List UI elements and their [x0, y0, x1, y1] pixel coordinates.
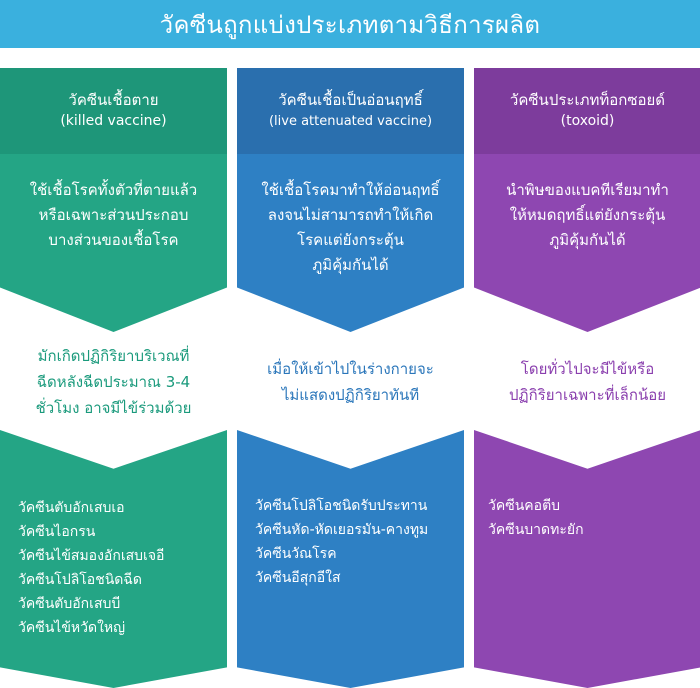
reaction-text: เมื่อให้เข้าไปในร่างกายจะ ไม่แสดงปฏิกิริ…	[237, 332, 464, 432]
list-item: วัคซีนหัด-หัดเยอรมัน-คางทูม	[255, 522, 429, 538]
page-title: วัคซีนถูกแบ่งประเภทตามวิธีการผลิต	[159, 10, 541, 39]
reaction-line: ปฏิกิริยาเฉพาะที่เล็กน้อย	[509, 386, 666, 404]
column-header: วัคซีนประเภทท็อกซอยด์ (toxoid)	[474, 68, 700, 154]
description-line: ภูมิคุ้มกันได้	[312, 256, 389, 274]
list-item: วัคซีนไข้หวัดใหญ่	[18, 620, 126, 636]
list-item: วัคซีนวัณโรค	[255, 546, 337, 562]
description-line: โรคแต่ยังกระตุ้น	[297, 231, 404, 249]
column-title: วัคซีนเชื้อเป็นอ่อนฤทธิ์	[278, 91, 423, 109]
description-line: หรือเฉพาะส่วนประกอบ	[38, 206, 189, 224]
reaction-line: ไม่แสดงปฏิกิริยาทันที	[281, 386, 420, 404]
description-arrow: นำพิษของแบคทีเรียมาทำ ให้หมดฤทธิ์แต่ยังก…	[474, 154, 700, 332]
list-item: วัคซีนโปลิโอชนิดฉีด	[18, 572, 143, 588]
list-item: วัคซีนโปลิโอชนิดรับประทาน	[255, 498, 428, 514]
reaction-line: มักเกิดปฏิกิริยาบริเวณที่	[37, 347, 190, 365]
list-item: วัคซีนคอตีบ	[488, 498, 561, 514]
reaction-text: โดยทั่วไปจะมีไข้หรือ ปฏิกิริยาเฉพาะที่เล…	[474, 332, 700, 432]
description-line: ลงจนไม่สามารถทำให้เกิด	[267, 206, 434, 224]
column-killed-vaccine: วัคซีนเชื้อตาย (killed vaccine) ใช้เชื้อ…	[0, 68, 227, 688]
list-item: วัคซีนตับอักเสบเอ	[18, 500, 125, 516]
description-line: ภูมิคุ้มกันได้	[549, 231, 626, 249]
examples-list: วัคซีนตับอักเสบเอ วัคซีนไอกรน วัคซีนไข้ส…	[18, 496, 164, 640]
column-toxoid: วัคซีนประเภทท็อกซอยด์ (toxoid) นำพิษของแ…	[474, 68, 700, 688]
column-header: วัคซีนเชื้อตาย (killed vaccine)	[0, 68, 227, 154]
description-line: บางส่วนของเชื้อโรค	[48, 231, 179, 249]
reaction-line: ชั่วโมง อาจมีไข้ร่วมด้วย	[35, 399, 192, 417]
description-line: ใช้เชื้อโรคทั้งตัวที่ตายแล้ว	[29, 181, 198, 199]
examples-arrow: วัคซีนคอตีบ วัคซีนบาดทะยัก	[474, 430, 700, 688]
column-live-attenuated-vaccine: วัคซีนเชื้อเป็นอ่อนฤทธิ์ (live attenuate…	[237, 68, 464, 688]
list-item: วัคซีนบาดทะยัก	[488, 522, 584, 538]
list-item: วัคซีนอีสุกอีใส	[255, 570, 341, 586]
description-line: นำพิษของแบคทีเรียมาทำ	[506, 181, 669, 199]
description-arrow: ใช้เชื้อโรคมาทำให้อ่อนฤทธิ์ ลงจนไม่สามาร…	[237, 154, 464, 332]
description-arrow: ใช้เชื้อโรคทั้งตัวที่ตายแล้ว หรือเฉพาะส่…	[0, 154, 227, 332]
title-banner: วัคซีนถูกแบ่งประเภทตามวิธีการผลิต	[0, 0, 700, 48]
reaction-line: เมื่อให้เข้าไปในร่างกายจะ	[267, 360, 434, 378]
list-item: วัคซีนไอกรน	[18, 524, 96, 540]
examples-arrow: วัคซีนโปลิโอชนิดรับประทาน วัคซีนหัด-หัดเ…	[237, 430, 464, 688]
examples-list: วัคซีนโปลิโอชนิดรับประทาน วัคซีนหัด-หัดเ…	[255, 494, 428, 590]
list-item: วัคซีนไข้สมองอักเสบเจอี	[18, 548, 165, 564]
reaction-text: มักเกิดปฏิกิริยาบริเวณที่ ฉีดหลังฉีดประม…	[0, 332, 227, 432]
column-title: วัคซีนประเภทท็อกซอยด์	[509, 91, 666, 109]
list-item: วัคซีนตับอักเสบบี	[18, 596, 121, 612]
column-subtitle: (live attenuated vaccine)	[268, 114, 433, 129]
column-subtitle: (killed vaccine)	[60, 113, 167, 129]
description-line: ให้หมดฤทธิ์แต่ยังกระตุ้น	[509, 206, 666, 224]
reaction-line: โดยทั่วไปจะมีไข้หรือ	[520, 360, 655, 378]
column-subtitle: (toxoid)	[560, 113, 615, 129]
column-title: วัคซีนเชื้อตาย	[68, 91, 159, 109]
column-header: วัคซีนเชื้อเป็นอ่อนฤทธิ์ (live attenuate…	[237, 68, 464, 154]
description-line: ใช้เชื้อโรคมาทำให้อ่อนฤทธิ์	[261, 181, 440, 199]
examples-arrow: วัคซีนตับอักเสบเอ วัคซีนไอกรน วัคซีนไข้ส…	[0, 430, 227, 688]
examples-list: วัคซีนคอตีบ วัคซีนบาดทะยัก	[488, 494, 584, 542]
reaction-line: ฉีดหลังฉีดประมาณ 3-4	[36, 373, 191, 391]
